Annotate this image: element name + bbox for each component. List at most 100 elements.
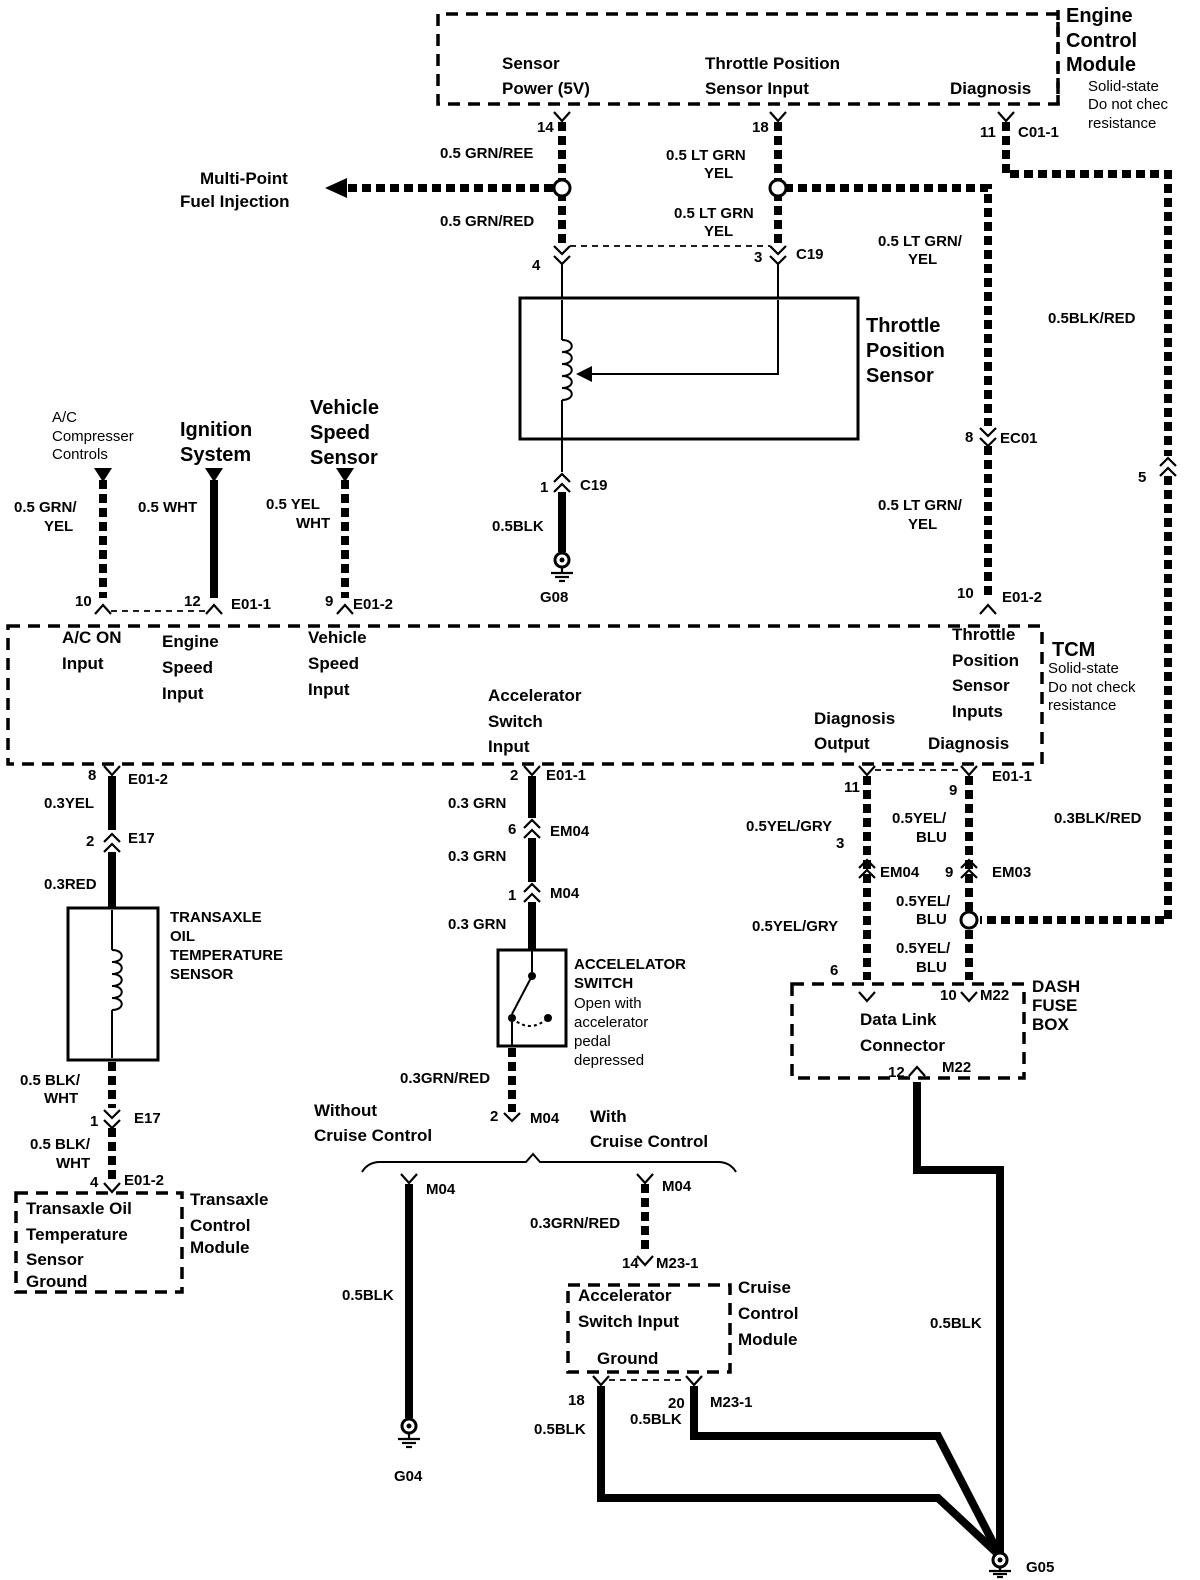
svg-text:Switch: Switch xyxy=(488,712,543,731)
svg-text:Temperature: Temperature xyxy=(26,1225,128,1244)
tps-pin-4: 4 xyxy=(532,257,541,274)
tots-pin-4-terminal xyxy=(103,1182,121,1194)
ecm-pin-11: 11 xyxy=(980,124,996,141)
accel-m04b-label: M04 xyxy=(530,1110,560,1127)
svg-text:0.5 LT GRN: 0.5 LT GRN xyxy=(674,205,754,222)
svg-text:Sensor: Sensor xyxy=(866,365,934,387)
wire-label-grn-red-03: 0.3GRN/RED xyxy=(400,1070,490,1087)
svg-text:3: 3 xyxy=(836,835,844,852)
splice-tps-signal xyxy=(768,178,788,198)
svg-text:Module: Module xyxy=(1066,54,1136,76)
svg-text:Position: Position xyxy=(952,651,1019,670)
tots-e17b-label: E17 xyxy=(134,1110,161,1127)
svg-text:Connector: Connector xyxy=(860,1036,945,1055)
tots-coil-icon xyxy=(111,910,123,1058)
svg-text:Speed: Speed xyxy=(310,422,370,444)
ecm-pin-14: 14 xyxy=(537,119,554,136)
m04-pin-2-terminal xyxy=(503,1112,521,1123)
svg-text:Cruise Control: Cruise Control xyxy=(590,1132,708,1151)
wire-label-tps-blk: 0.5BLK xyxy=(492,518,544,535)
svg-text:Output: Output xyxy=(814,734,870,753)
tcm-diagnosis-label: Diagnosis xyxy=(928,734,1009,753)
svg-text:Control: Control xyxy=(738,1304,798,1323)
wire-label-ltgrn-yel-2: 0.5 LT GRN YEL xyxy=(674,205,754,240)
tots-tcm-label: Transaxle Control Module xyxy=(190,1190,268,1257)
wire-label-ltgrn-yel-1: 0.5 LT GRN YEL xyxy=(666,147,746,182)
accel-switch-title: ACCELELATOR SWITCH xyxy=(574,956,686,992)
ccm-pin-18: 18 xyxy=(568,1392,585,1409)
svg-text:Multi-Point: Multi-Point xyxy=(200,169,288,188)
svg-text:Input: Input xyxy=(308,680,350,699)
ecm-diagnosis-label: Diagnosis xyxy=(950,79,1031,98)
wire-label-grn-red-03-b: 0.3GRN/RED xyxy=(530,1215,620,1232)
svg-text:resistance: resistance xyxy=(1088,115,1156,132)
ecm-connector-c01-1: C01-1 xyxy=(1018,124,1059,141)
tcm-pin-10-terminal xyxy=(94,603,112,615)
svg-text:Module: Module xyxy=(738,1330,798,1349)
svg-text:0.5 LT GRN/: 0.5 LT GRN/ xyxy=(878,497,963,514)
tcm-pin-10b: 10 xyxy=(957,585,974,602)
accel-switch-note: Open with accelerator pedal depressed xyxy=(574,995,648,1069)
svg-text:Do not check: Do not check xyxy=(1048,679,1136,696)
tcm-vehicle-speed-input-label: Vehicle Speed Input xyxy=(308,628,367,699)
svg-text:accelerator: accelerator xyxy=(574,1014,648,1031)
tps-resistor-coil-icon xyxy=(561,300,573,439)
svg-text:Speed: Speed xyxy=(308,654,359,673)
splice-diagnosis xyxy=(959,910,979,930)
svg-text:Inputs: Inputs xyxy=(952,702,1003,721)
vss-source-arrow-icon xyxy=(336,468,354,482)
accel-pin-6: 6 xyxy=(508,821,516,838)
ecm-tps-input-label: Throttle Position Sensor Input xyxy=(705,54,840,98)
wire-label-grn-ree: 0.5 GRN/REE xyxy=(440,145,533,162)
ccm-m23-label: M23-1 xyxy=(656,1255,699,1272)
svg-text:SENSOR: SENSOR xyxy=(170,966,234,983)
svg-text:WHT: WHT xyxy=(296,515,330,532)
svg-text:Sensor: Sensor xyxy=(952,676,1010,695)
svg-text:Compresser: Compresser xyxy=(52,428,134,445)
m23-pin-20-terminal xyxy=(685,1375,703,1387)
tots-ground-box xyxy=(14,1191,184,1294)
svg-text:Vehicle: Vehicle xyxy=(310,397,379,419)
tps-wiper-arrow-icon xyxy=(576,300,779,382)
svg-text:0.5YEL/: 0.5YEL/ xyxy=(892,810,947,827)
ecm-sensor-power-label: Sensor Power (5V) xyxy=(502,54,590,98)
pin-5-label: 5 xyxy=(1138,469,1146,486)
dlc-em04-label: EM04 xyxy=(880,864,920,881)
tcm-pin-2-terminal xyxy=(523,765,541,777)
c19-pin-1-terminal xyxy=(553,472,571,493)
accel-pin-1: 1 xyxy=(508,887,516,904)
accel-pin-2: 2 xyxy=(490,1108,498,1125)
m04-pin-1-terminal xyxy=(523,882,541,903)
tcm-pin-9: 9 xyxy=(325,593,333,610)
tcm-pin-12: 12 xyxy=(184,593,201,610)
dlc-pin-10: 10 xyxy=(940,987,957,1004)
without-cruise-label: Without Cruise Control xyxy=(314,1101,432,1145)
svg-text:BOX: BOX xyxy=(1032,1015,1070,1034)
wire-label-yel-gry-1: 0.5YEL/GRY 3 xyxy=(746,818,844,852)
svg-text:System: System xyxy=(180,444,251,466)
tcm-pin-8: 8 xyxy=(88,767,96,784)
tcm-diagnosis-output-label: Diagnosis Output xyxy=(814,709,895,753)
cruise-option-brace xyxy=(361,1152,737,1173)
tcm-e01-2-label: E01-2 xyxy=(353,596,393,613)
svg-text:Speed: Speed xyxy=(162,658,213,677)
wire-blk-ccm-20 xyxy=(690,1386,1004,1558)
svg-text:BLU: BLU xyxy=(916,959,947,976)
svg-text:Ground: Ground xyxy=(26,1272,87,1291)
svg-text:YEL: YEL xyxy=(44,518,73,535)
svg-text:0.5 GRN/: 0.5 GRN/ xyxy=(14,499,77,516)
svg-text:Sensor: Sensor xyxy=(502,54,560,73)
ground-g04-icon xyxy=(398,1417,420,1449)
svg-text:Module: Module xyxy=(190,1238,250,1257)
accel-switch-contact-icon xyxy=(508,950,552,1046)
splice-sensor-power xyxy=(552,178,572,198)
ccm-title: Cruise Control Module xyxy=(738,1278,798,1349)
svg-text:TEMPERATURE: TEMPERATURE xyxy=(170,947,283,964)
tcm-pin-12-terminal xyxy=(205,603,223,615)
mpfi-arrow-icon xyxy=(325,178,347,198)
svg-text:Input: Input xyxy=(162,684,204,703)
wire-label-red-03: 0.3RED xyxy=(44,876,97,893)
dash-fuse-box-label: DASH FUSE BOX xyxy=(1032,977,1080,1034)
svg-text:0.5 BLK/: 0.5 BLK/ xyxy=(20,1072,81,1089)
